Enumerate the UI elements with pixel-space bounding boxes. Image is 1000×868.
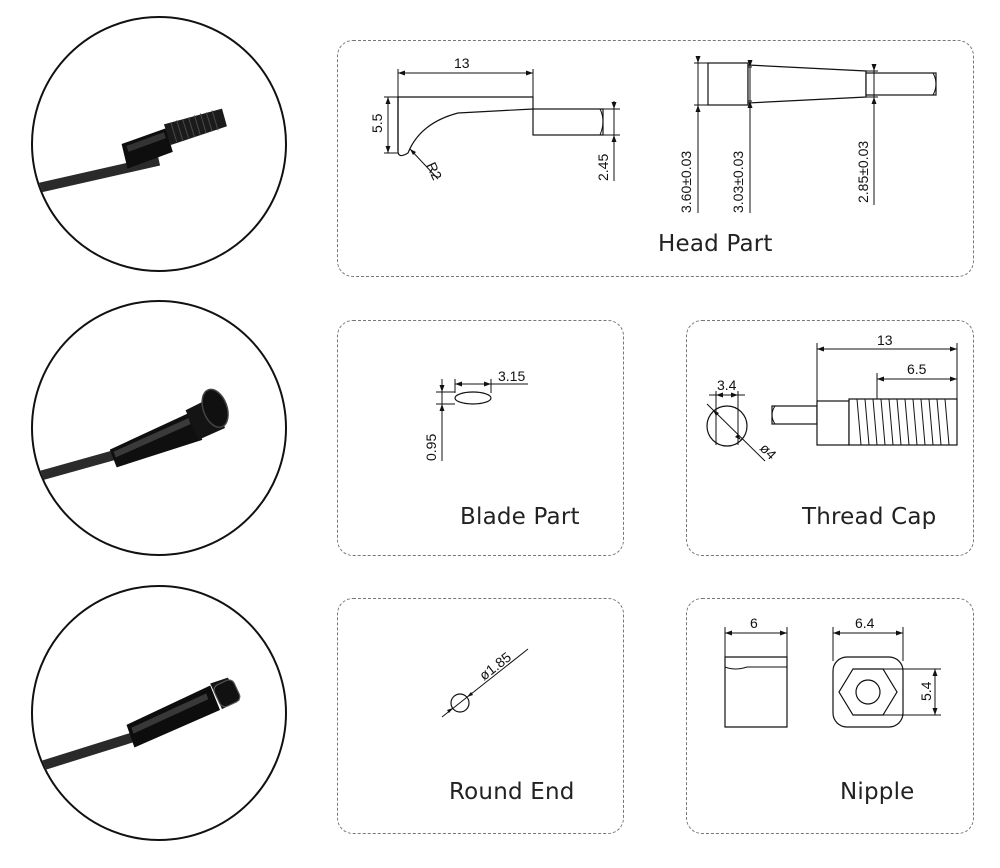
threaded-end-photo <box>31 16 287 272</box>
head-part-drawing: 13 5.5 R2 2.45 3.60±0.03 <box>369 55 937 213</box>
head-part-title: Head Part <box>658 231 773 257</box>
nipple-hex-width-label: 6.4 <box>855 615 875 631</box>
blade-part-drawing: 3.15 0.95 <box>423 368 528 461</box>
head-length-label: 13 <box>454 55 470 71</box>
nipple-title: Nipple <box>840 779 915 805</box>
head-shank <box>532 108 604 136</box>
head-d2-label: 3.03±0.03 <box>730 151 746 213</box>
nipple-side-view <box>724 656 788 728</box>
nipple-panel: 6 6.4 5.4 Nipple <box>686 598 974 834</box>
head-d1-label: 3.60±0.03 <box>678 151 694 213</box>
nipple-height-label: 5.4 <box>918 681 934 701</box>
head-shank-label: 2.45 <box>595 154 611 181</box>
blade-thickness-label: 0.95 <box>423 434 439 461</box>
blade-cross-section <box>454 391 492 405</box>
blade-width-label: 3.15 <box>498 368 525 384</box>
round-diameter-label: ø1.85 <box>476 649 514 684</box>
head-part-panel: 13 5.5 R2 2.45 3.60±0.03 <box>337 40 974 277</box>
thread-diameter-label: ø4 <box>757 440 780 463</box>
round-end-title: Round End <box>449 779 575 805</box>
head-height-label: 5.5 <box>369 113 385 133</box>
blade-part-panel: 3.15 0.95 Blade Part <box>337 320 624 556</box>
head-taper <box>747 64 867 104</box>
thread-cap-panel: 3.4 ø4 13 6.5 Thread Cap <box>686 320 974 556</box>
nipple-end-photo <box>31 585 287 841</box>
head-radius-label: R2 <box>423 160 445 183</box>
blade-head-photo <box>31 300 287 556</box>
nipple-drawing: 6 6.4 5.4 <box>724 615 941 728</box>
thread-length-label: 13 <box>877 332 893 348</box>
round-end-panel: ø1.85 Round End <box>337 598 624 834</box>
thread-length-threaded-label: 6.5 <box>907 361 927 377</box>
thread-cap-body <box>816 400 850 446</box>
head-diameter-cap <box>707 62 749 106</box>
nipple-side-width-label: 6 <box>750 615 758 631</box>
thread-cap-title: Thread Cap <box>802 504 937 530</box>
thread-flat-label: 3.4 <box>717 377 737 393</box>
head-wire <box>865 72 937 96</box>
head-profile-outline <box>397 96 534 157</box>
blade-part-title: Blade Part <box>460 504 580 530</box>
thread-wire <box>771 405 818 425</box>
head-d3-label: 2.85±0.03 <box>855 141 871 203</box>
thread-cap-drawing: 3.4 ø4 13 6.5 <box>706 332 958 463</box>
round-end-drawing: ø1.85 <box>441 649 529 718</box>
